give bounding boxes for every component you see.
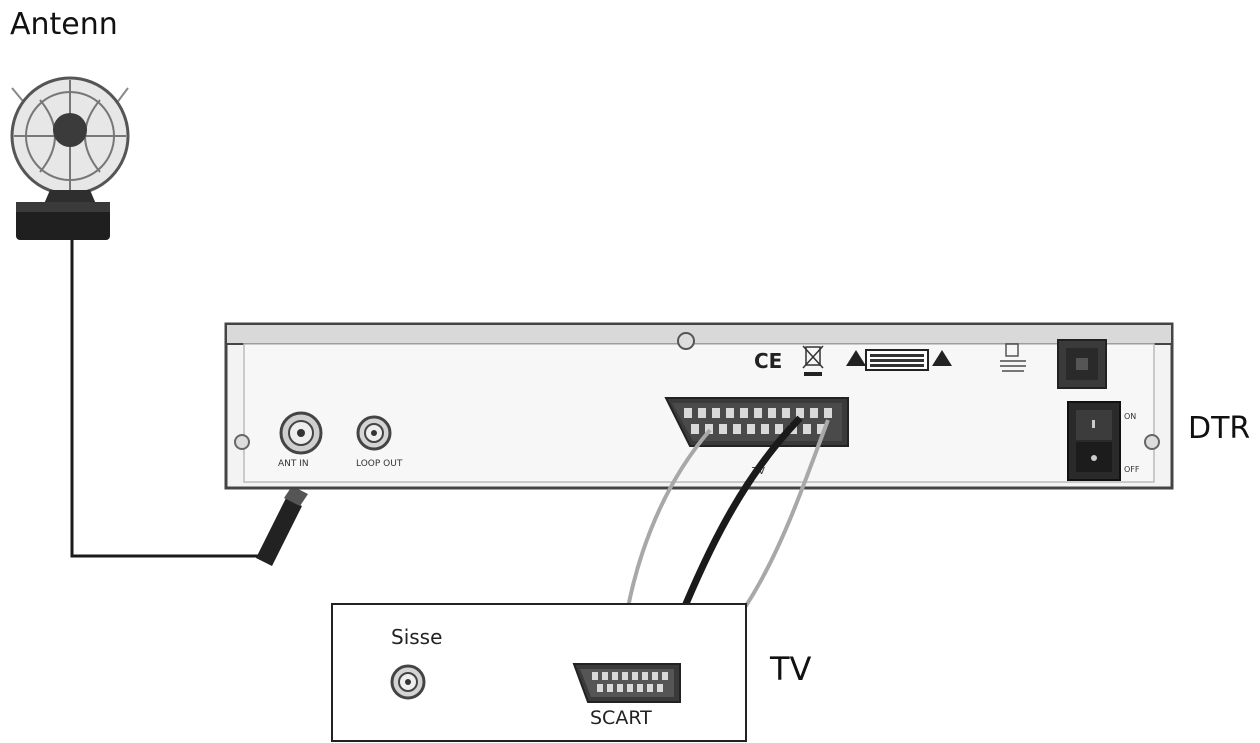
loop-out-connector (356, 415, 392, 451)
ce-mark: CE (754, 349, 782, 373)
weee-bin-icon (802, 345, 824, 376)
ant-in-label: ANT IN (278, 459, 309, 469)
switch-off-label: OFF (1124, 465, 1140, 474)
scart-pin (652, 672, 658, 680)
scart-pin (691, 424, 699, 434)
rating-plate (865, 349, 929, 371)
scart-pin (612, 672, 618, 680)
scart-pin (657, 684, 663, 692)
scart-pin (733, 424, 741, 434)
ant-in-connector (279, 411, 323, 455)
scart-pin (761, 424, 769, 434)
scart-pin (782, 408, 790, 418)
scart-pin (642, 672, 648, 680)
scart-pin (622, 672, 628, 680)
power-switch (1067, 401, 1121, 481)
antenna-label: Antenn (10, 7, 118, 42)
scart-pin (597, 684, 603, 692)
scart-pin (824, 408, 832, 418)
scart-pin (726, 408, 734, 418)
tv-antenna-input (390, 664, 426, 700)
scart-pin (592, 672, 598, 680)
scart-pin (775, 424, 783, 434)
receiver-label: DTR (1188, 411, 1250, 446)
power-inlet (1057, 339, 1107, 389)
scart-pin (803, 424, 811, 434)
scart-pin (607, 684, 613, 692)
receiver-scart-socket (664, 397, 849, 447)
tv-input-label: Sisse (391, 625, 442, 649)
scart-pin (817, 424, 825, 434)
scart-pin (810, 408, 818, 418)
antenna-icon (10, 76, 130, 240)
tv-scart-socket (572, 663, 681, 703)
warning-icon-2 (932, 350, 952, 366)
scart-pin (662, 672, 668, 680)
scart-pin (740, 408, 748, 418)
scart-pin (602, 672, 608, 680)
scart-pin (627, 684, 633, 692)
switch-on-label: ON (1124, 412, 1136, 421)
scart-pin (632, 672, 638, 680)
scart-pin (698, 408, 706, 418)
loop-out-label: LOOP OUT (356, 459, 403, 469)
scart-pin (719, 424, 727, 434)
coax-plug (256, 486, 308, 566)
scart-pin (617, 684, 623, 692)
scart-pin (647, 684, 653, 692)
scart-pin (712, 408, 720, 418)
scart-pin (754, 408, 762, 418)
tv-scart-label: SCART (590, 707, 652, 729)
scart-pin (796, 408, 804, 418)
service-port-icon (1000, 343, 1026, 372)
scart-pin (684, 408, 692, 418)
tv-label: TV (769, 650, 812, 688)
warning-icon (846, 350, 866, 366)
scart-pin (705, 424, 713, 434)
antenna-cable (70, 240, 262, 558)
scart-pin (747, 424, 755, 434)
scart-pin (768, 408, 776, 418)
scart-pin (637, 684, 643, 692)
